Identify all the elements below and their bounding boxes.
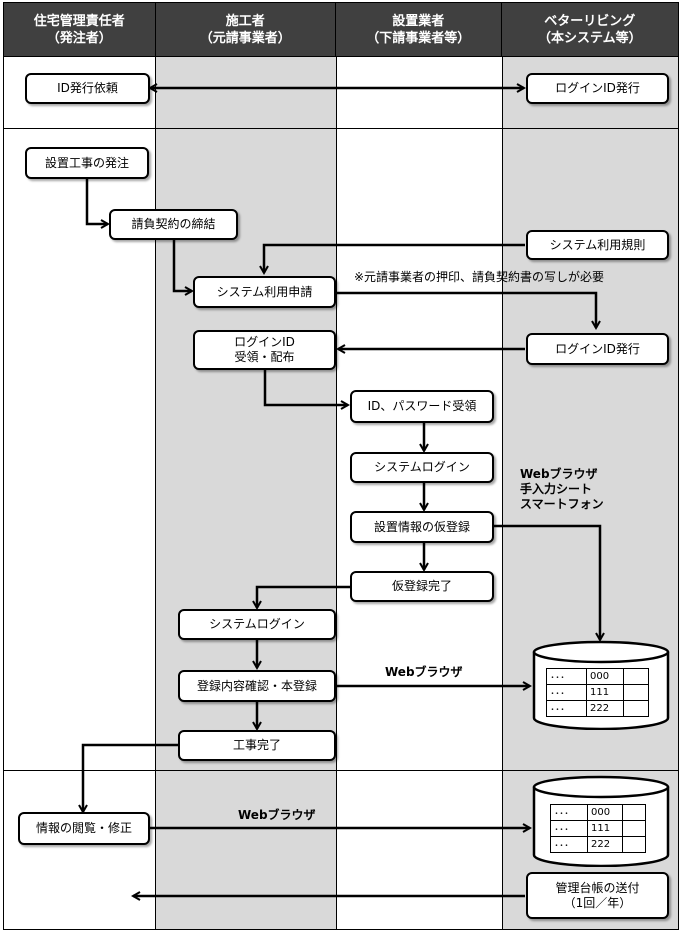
view-edit-box[interactable]: 情報の閲覧・修正 (18, 812, 150, 845)
web-browser-label-1: Webブラウザ (385, 665, 463, 679)
table-row: ･･･111 (550, 820, 646, 837)
table-row: ･･･222 (546, 700, 649, 717)
system-rules-box[interactable]: システム利用規則 (526, 230, 669, 260)
stamp-note: ※元請事業者の押印、請負契約書の写しが必要 (354, 270, 605, 284)
table-row: ･･･000 (550, 804, 646, 821)
login-id-issue-box-2[interactable]: ログインID発行 (526, 333, 669, 365)
provisional-register-box[interactable]: 設置情報の仮登録 (350, 511, 494, 543)
database-table-1: ･･･000 ･･･111 ･･･222 (546, 668, 649, 717)
contract-box[interactable]: 請負契約の締結 (109, 209, 238, 240)
confirm-register-box[interactable]: 登録内容確認・本登録 (178, 670, 336, 702)
lane-divider-1 (155, 57, 156, 930)
lane-contractor-bg (155, 57, 336, 930)
web-browser-label-2: Webブラウザ (238, 808, 316, 822)
swimlane-header: 住宅管理責任者 （発注者） 施工者 （元請事業者） 設置業者 （下請事業者等） … (3, 2, 679, 57)
header-owner: 住宅管理責任者 （発注者） (4, 3, 156, 56)
lane-border-right (678, 57, 679, 930)
header-betterliving: ベターリビング （本システム等） (537, 13, 642, 46)
login-id-issue-box-1[interactable]: ログインID発行 (526, 73, 669, 104)
table-row: ･･･111 (546, 684, 649, 701)
installer-system-login-box[interactable]: システムログイン (350, 452, 494, 483)
construction-order-box[interactable]: 設置工事の発注 (25, 147, 149, 179)
table-row: ･･･000 (546, 668, 649, 685)
provisional-done-box[interactable]: 仮登録完了 (350, 571, 494, 602)
section-divider-1 (3, 128, 679, 129)
database-icon-1: ･･･000 ･･･111 ･･･222 (532, 640, 670, 731)
header-contractor: 施工者 （元請事業者） (156, 3, 337, 56)
section-divider-2 (3, 770, 679, 771)
lane-divider-2 (336, 57, 337, 930)
database-icon-2: ･･･000 ･･･111 ･･･222 (532, 775, 670, 868)
diagram-bottom-border (3, 929, 679, 930)
system-apply-box[interactable]: システム利用申請 (193, 276, 336, 308)
arrow-order-to-contract (85, 178, 108, 224)
input-methods-label: Webブラウザ 手入力シート スマートフォン (520, 467, 604, 511)
id-request-box[interactable]: ID発行依頼 (25, 73, 150, 104)
ledger-send-box[interactable]: 管理台帳の送付 （1回／年） (526, 872, 669, 919)
contractor-system-login-box[interactable]: システムログイン (178, 609, 336, 640)
login-id-receive-box[interactable]: ログインID 受領・配布 (193, 330, 336, 370)
database-table-2: ･･･000 ･･･111 ･･･222 (550, 804, 646, 853)
id-password-receive-box[interactable]: ID、パスワード受領 (350, 390, 494, 423)
header-installer: 設置業者 （下請事業者等） (336, 3, 502, 56)
lane-border-left (3, 57, 4, 930)
table-row: ･･･222 (550, 836, 646, 853)
lane-divider-3 (502, 57, 503, 930)
construction-complete-box[interactable]: 工事完了 (178, 730, 336, 761)
